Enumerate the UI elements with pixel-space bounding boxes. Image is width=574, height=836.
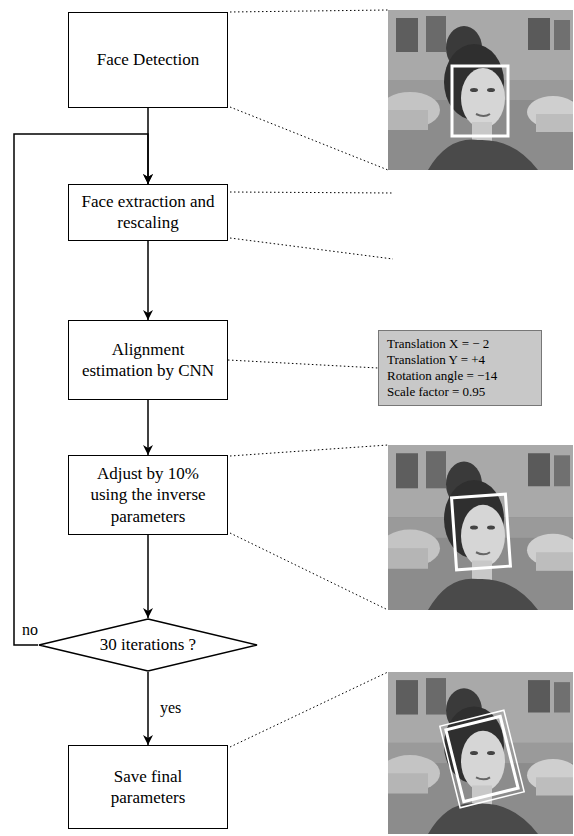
- photo: [380, 672, 574, 834]
- leader-lines: [230, 10, 393, 747]
- parameter-box: Translation X = − 2Translation Y = +4Rot…: [378, 330, 542, 406]
- photo: [380, 445, 574, 610]
- process-box: Adjust by 10% using the inverse paramete…: [68, 455, 228, 535]
- dotted-connector: [228, 360, 378, 368]
- flow-arrow: [147, 400, 149, 455]
- parameter-text: Translation X = − 2: [387, 336, 489, 352]
- parameter-text: Scale factor = 0.95: [387, 384, 485, 400]
- process-box: Save final parameters: [68, 745, 228, 829]
- face-crop: [351, 180, 392, 213]
- face-frame: [440, 710, 524, 807]
- edge-label: no: [20, 621, 40, 639]
- flow-arrow: [147, 672, 149, 745]
- node-text: 30 iterations ?: [100, 635, 196, 655]
- node-text: Face Detection: [97, 49, 199, 70]
- node-text: Face extraction and rescaling: [77, 191, 219, 234]
- face-frame: [452, 494, 511, 570]
- face-frame: [452, 66, 508, 136]
- photo: [380, 10, 574, 170]
- process-box: Face extraction and rescaling: [68, 184, 228, 241]
- node-text: Alignment estimation by CNN: [77, 339, 219, 382]
- decision-diamond: 30 iterations ?: [38, 618, 258, 672]
- process-box: Face Detection: [68, 12, 228, 108]
- parameter-text: Rotation angle = −14: [387, 368, 497, 384]
- edge-label: yes: [158, 699, 183, 717]
- node-text: Save final parameters: [77, 766, 219, 809]
- face-frame: [446, 716, 518, 801]
- flow-arrow: [147, 535, 149, 618]
- parameter-text: Translation Y = +4: [387, 352, 485, 368]
- process-box: Alignment estimation by CNN: [68, 320, 228, 400]
- node-text: Adjust by 10% using the inverse paramete…: [77, 463, 219, 527]
- flow-arrow: [147, 241, 149, 321]
